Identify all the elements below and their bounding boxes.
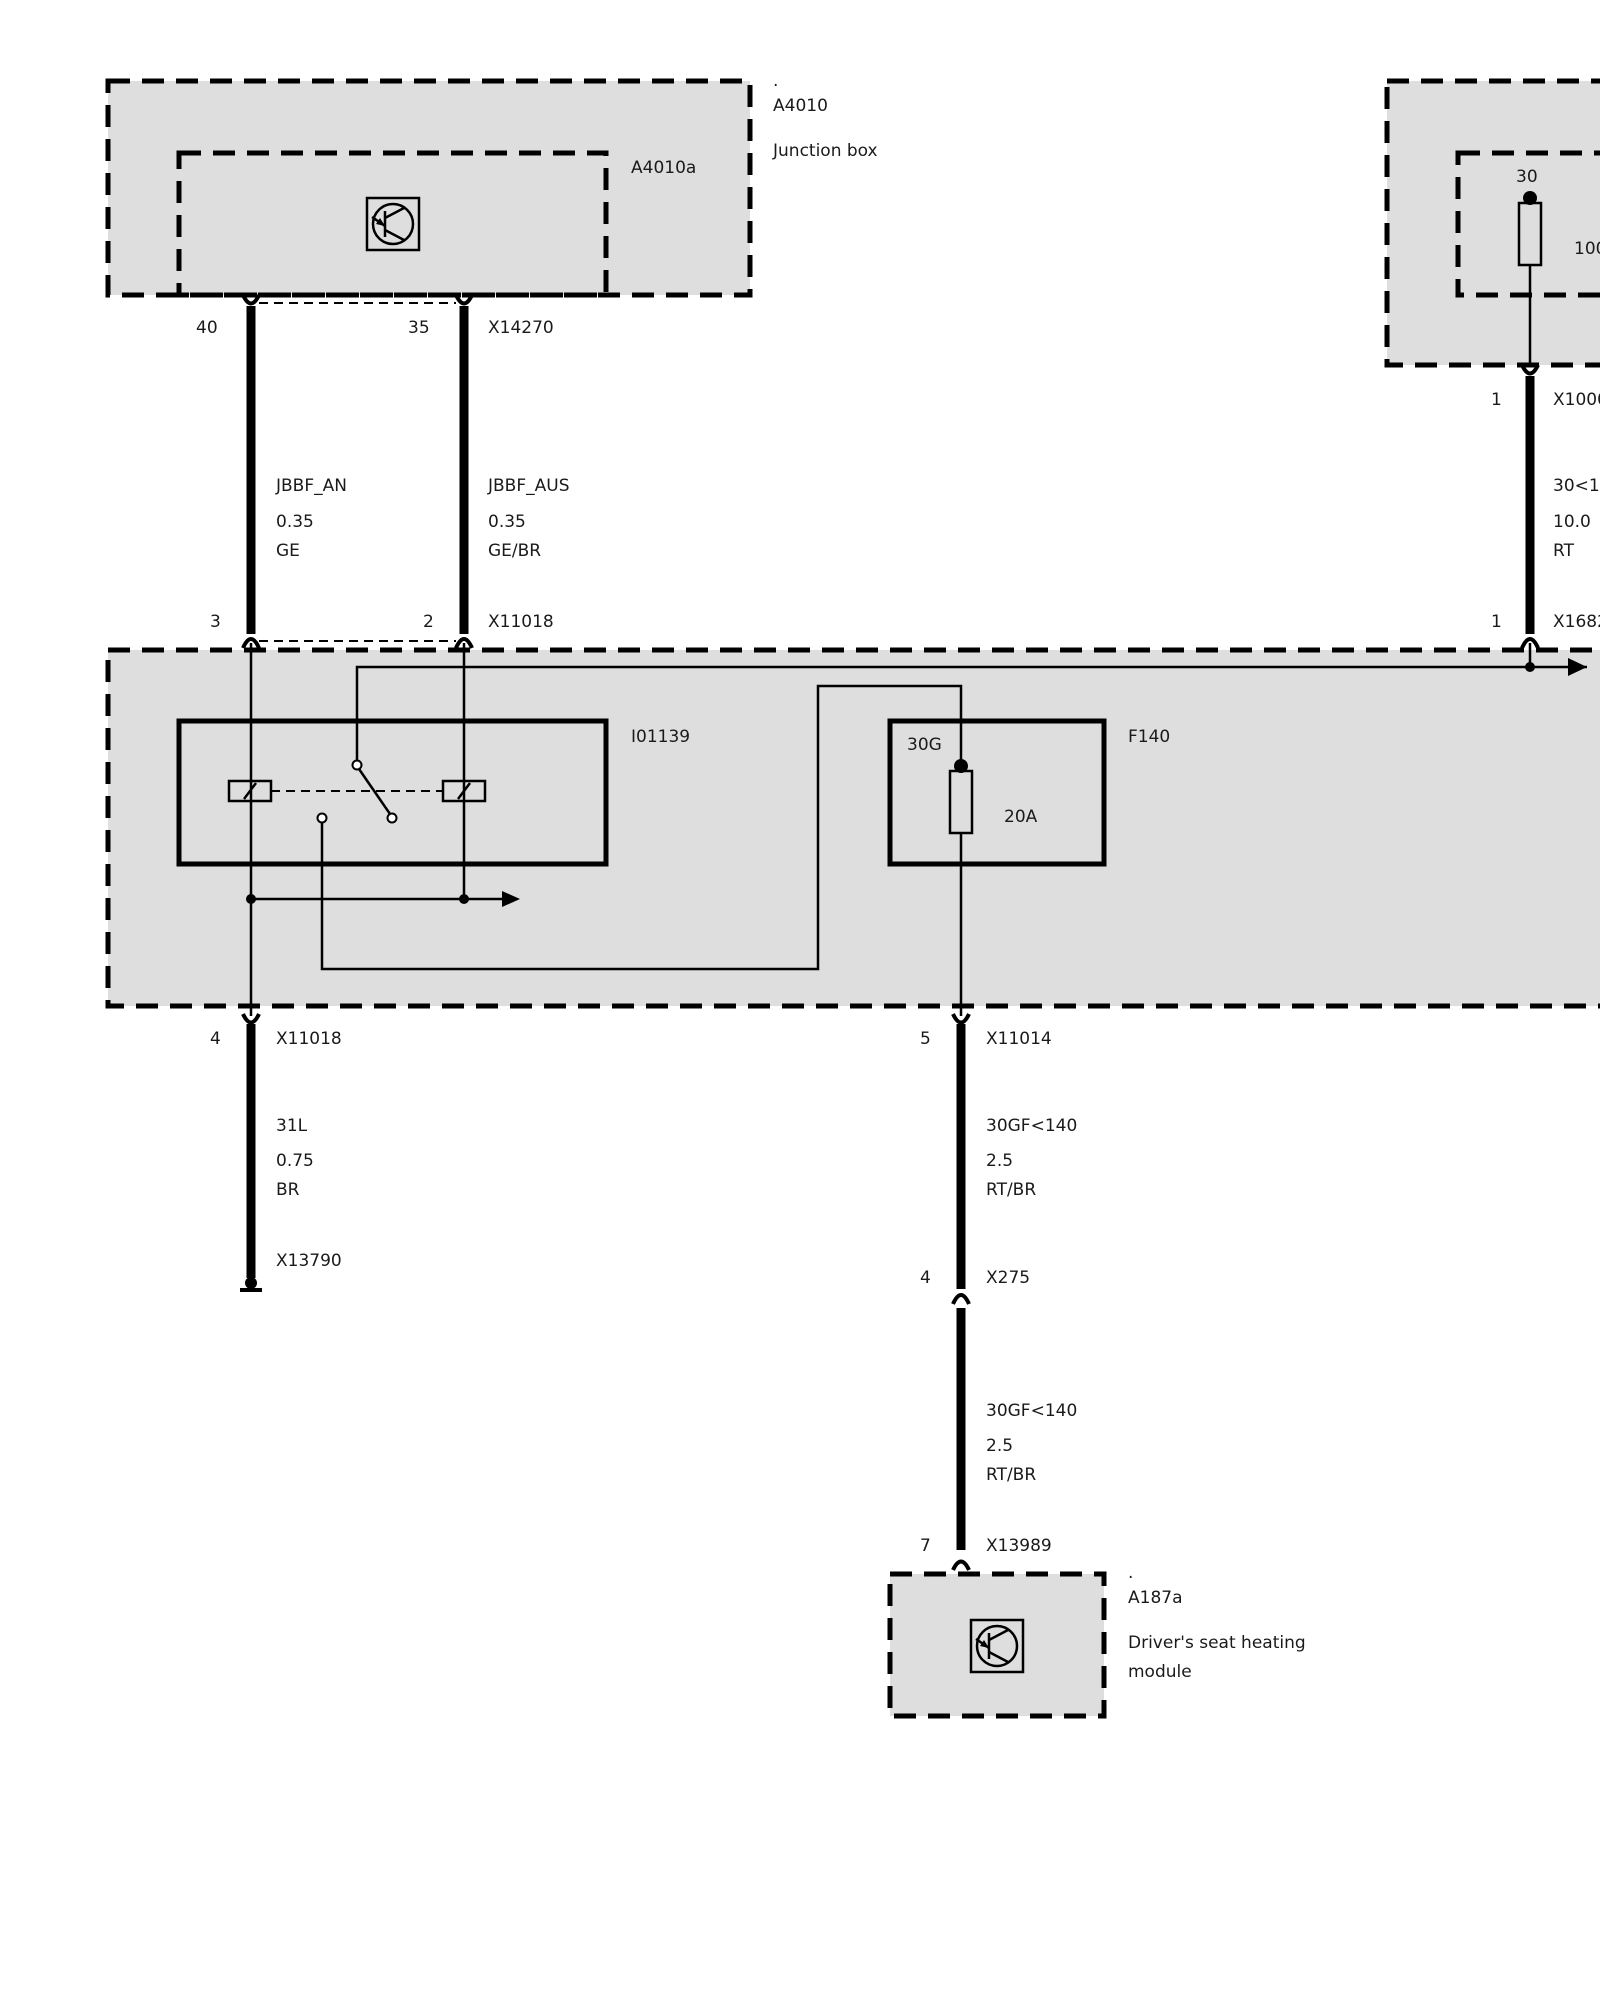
connector-icon <box>1520 637 1540 649</box>
wires-bottom <box>240 1013 971 1571</box>
f140-id: F140 <box>1128 727 1170 747</box>
arrow-icon <box>502 891 520 907</box>
pin-4-bottom-left: 4 <box>210 1029 221 1049</box>
wire-right-color: RT <box>1553 541 1575 561</box>
i01139-id: I01139 <box>631 727 690 747</box>
a4010-id: A4010 <box>773 96 828 116</box>
connector-icon <box>241 294 261 306</box>
a187a-dot: . <box>1128 1563 1133 1583</box>
a4010a-id: A4010a <box>631 158 696 178</box>
connector-x11014: X11014 <box>986 1029 1052 1049</box>
connector-x11018-top: X11018 <box>488 612 554 632</box>
right-module-inner-boundary <box>1455 150 1600 298</box>
connector-x13989: X13989 <box>986 1536 1052 1556</box>
connector-icon <box>241 637 261 649</box>
switch-blade-icon <box>357 768 392 815</box>
right-module-pin: 30 <box>1516 167 1538 187</box>
connector-icon <box>951 1559 971 1571</box>
wire-31l-size: 0.75 <box>276 1151 314 1171</box>
wire-right-signal: 30<17 <box>1553 476 1600 496</box>
module-a187a: . A187a Driver's seat heating module <box>887 1563 1306 1719</box>
wire-30gf-upper-signal: 30GF<140 <box>986 1116 1077 1136</box>
pin-7: 7 <box>920 1536 931 1556</box>
connector-x13790: X13790 <box>276 1251 342 1271</box>
i01139-box <box>176 718 609 867</box>
control-unit-icon <box>365 196 421 252</box>
a4010-boundary <box>105 78 753 298</box>
f140-box <box>887 718 1107 867</box>
wire-jbbf-aus-color: GE/BR <box>488 541 541 561</box>
pin-1-top: 1 <box>1491 390 1502 410</box>
wire-jbbf-an-size: 0.35 <box>276 512 314 532</box>
connector-x1682: X1682 <box>1553 612 1600 632</box>
a187a-name-line2: module <box>1128 1662 1192 1682</box>
connector-x11018-bottom: X11018 <box>276 1029 342 1049</box>
ground-icon <box>240 1277 262 1292</box>
wire-31l-signal: 31L <box>276 1116 308 1136</box>
wire-jbbf-aus-size: 0.35 <box>488 512 526 532</box>
wire-jbbf-an-color: GE <box>276 541 300 561</box>
main-module-boundary <box>105 647 1600 1009</box>
connector-x14270: X14270 <box>488 318 554 338</box>
a187a-name-line1: Driver's seat heating <box>1128 1633 1306 1653</box>
connector-icon <box>1520 364 1540 376</box>
wire-30gf-lower-signal: 30GF<140 <box>986 1401 1077 1421</box>
a4010-dot: . <box>773 71 778 91</box>
pin-40: 40 <box>196 318 218 338</box>
wire-30gf-lower-color: RT/BR <box>986 1465 1036 1485</box>
pin-3: 3 <box>210 612 221 632</box>
pin-5: 5 <box>920 1029 931 1049</box>
internal-wiring <box>227 643 1587 1016</box>
right-fuse-label: 100 <box>1574 239 1600 259</box>
wire-jbbf-aus-signal: JBBF_AUS <box>487 476 569 496</box>
wire-30gf-upper-color: RT/BR <box>986 1180 1036 1200</box>
f140-pin: 30G <box>907 735 942 755</box>
f140-rating: 20A <box>1004 807 1038 827</box>
connector-x1000: X1000 <box>1553 390 1600 410</box>
module-a4010: . A4010 Junction box A4010a <box>105 71 878 298</box>
a4010a-boundary <box>176 150 609 298</box>
pin-35: 35 <box>408 318 430 338</box>
connector-icon <box>454 294 474 306</box>
a187a-id: A187a <box>1128 1588 1183 1608</box>
connector-icon <box>241 1013 261 1025</box>
wire-jbbf-an-signal: JBBF_AN <box>275 476 347 496</box>
pin-1-mid: 1 <box>1491 612 1502 632</box>
pin-4-x275: 4 <box>920 1268 931 1288</box>
control-unit-icon <box>969 1618 1025 1674</box>
wire-30gf-upper-size: 2.5 <box>986 1151 1013 1171</box>
connector-x275: X275 <box>986 1268 1030 1288</box>
connector-icon <box>951 1293 971 1305</box>
wire-right-size: 10.0 <box>1553 512 1591 532</box>
pin-2: 2 <box>423 612 434 632</box>
wire-30gf-lower-size: 2.5 <box>986 1436 1013 1456</box>
connector-icon <box>951 1013 971 1025</box>
arrow-icon <box>1568 658 1587 676</box>
a187a-boundary <box>887 1571 1107 1719</box>
wires-top <box>241 294 1540 649</box>
module-main: I01139 F140 30G 20A <box>105 643 1600 1016</box>
a4010-name: Junction box <box>772 141 878 161</box>
right-module-boundary <box>1384 78 1600 368</box>
wire-31l-color: BR <box>276 1180 300 1200</box>
connector-icon <box>454 637 474 649</box>
module-right-partial: 30 100 <box>1384 78 1600 368</box>
